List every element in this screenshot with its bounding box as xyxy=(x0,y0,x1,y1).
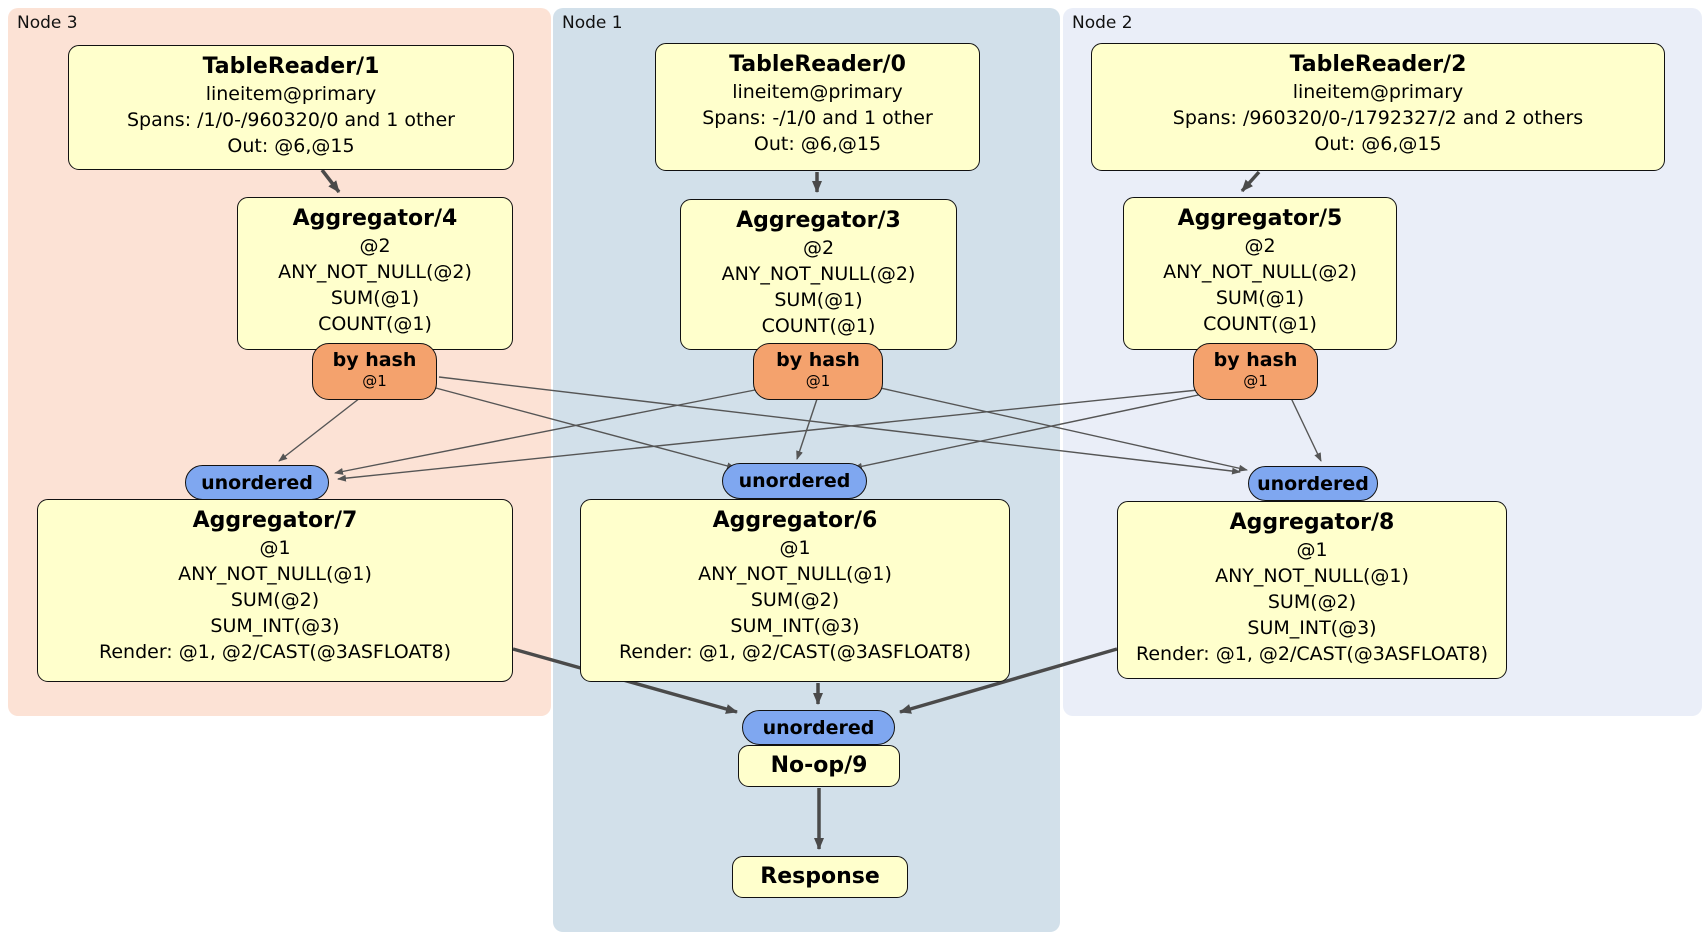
processor-title: TableReader/0 xyxy=(729,52,906,77)
processor-line: SUM(@2) xyxy=(750,589,840,611)
processor-aggregator-5: Aggregator/5 @2 ANY_NOT_NULL(@2) SUM(@1)… xyxy=(1123,197,1397,350)
processor-title: TableReader/2 xyxy=(1289,52,1467,77)
sync-label: unordered xyxy=(762,716,875,739)
edge-aggregator8-unordered-noop xyxy=(899,647,1118,714)
region-label-node-2: Node 2 xyxy=(1072,13,1133,33)
processor-line: lineitem@primary xyxy=(205,83,377,105)
edge-byhash3-unordered8 xyxy=(875,386,1248,472)
processor-line: SUM_INT(@3) xyxy=(730,615,860,637)
router-label: by hash xyxy=(332,349,417,371)
processor-title: Aggregator/6 xyxy=(712,508,878,533)
processor-title: Aggregator/5 xyxy=(1177,206,1343,231)
processor-line: ANY_NOT_NULL(@2) xyxy=(721,263,916,285)
processor-line: ANY_NOT_NULL(@2) xyxy=(278,261,472,283)
processor-line: SUM_INT(@3) xyxy=(210,615,340,637)
processor-aggregator-4: Aggregator/4 @2 ANY_NOT_NULL(@2) SUM(@1)… xyxy=(237,197,513,350)
edge-byhash4-unordered6 xyxy=(431,386,736,470)
router-by-hash-aggregator4: by hash @1 xyxy=(312,343,437,400)
processor-tablereader-2: TableReader/2 lineitem@primary Spans: /9… xyxy=(1091,43,1665,171)
processor-line: Render: @1, @2/CAST(@3ASFLOAT8) xyxy=(1136,643,1488,665)
processor-title: Aggregator/3 xyxy=(736,208,901,233)
router-by-hash-aggregator5: by hash @1 xyxy=(1193,343,1318,400)
processor-title: Aggregator/4 xyxy=(292,206,458,231)
processor-line: SUM_INT(@3) xyxy=(1247,617,1377,639)
edge-byhash5-unordered6 xyxy=(853,393,1204,470)
processor-aggregator-8: Aggregator/8 @1 ANY_NOT_NULL(@1) SUM(@2)… xyxy=(1117,501,1507,679)
processor-aggregator-6: Aggregator/6 @1 ANY_NOT_NULL(@1) SUM(@2)… xyxy=(580,499,1010,682)
sync-unordered-noop: unordered xyxy=(742,710,895,745)
edge-byhash3-unordered7 xyxy=(334,388,761,475)
processor-title: TableReader/1 xyxy=(202,54,380,79)
edge-byhash4-unordered8 xyxy=(438,376,1241,475)
router-label: by hash xyxy=(1213,349,1298,371)
processor-line: ANY_NOT_NULL(@2) xyxy=(1163,261,1357,283)
edge-tablereader2-aggregator5 xyxy=(1240,170,1261,193)
processor-line: COUNT(@1) xyxy=(318,313,432,335)
processor-line: @1 xyxy=(779,537,811,559)
edge-byhash4-unordered7 xyxy=(278,397,361,462)
sync-label: unordered xyxy=(201,471,313,494)
sync-unordered-aggregator6: unordered xyxy=(722,463,867,499)
processor-aggregator-7: Aggregator/7 @1 ANY_NOT_NULL(@1) SUM(@2)… xyxy=(37,499,513,682)
processor-title: No-op/9 xyxy=(770,753,868,778)
processor-response: Response xyxy=(732,856,908,898)
processor-line: SUM(@2) xyxy=(230,589,320,611)
edge-byhash5-unordered8 xyxy=(1290,397,1322,462)
sync-label: unordered xyxy=(738,470,851,492)
processor-line: Spans: /1/0-/960320/0 and 1 other xyxy=(127,109,455,131)
processor-tablereader-0: TableReader/0 lineitem@primary Spans: -/… xyxy=(655,43,980,171)
processor-line: Spans: -/1/0 and 1 other xyxy=(702,107,933,129)
processor-line: SUM(@2) xyxy=(1267,591,1357,613)
processor-line: @2 xyxy=(802,237,835,259)
processor-title: Aggregator/8 xyxy=(1229,510,1395,535)
processor-line: lineitem@primary xyxy=(1292,81,1464,103)
processor-title: Response xyxy=(760,864,880,889)
router-by-hash-aggregator3: by hash @1 xyxy=(753,343,883,400)
processor-aggregator-3: Aggregator/3 @2 ANY_NOT_NULL(@2) SUM(@1)… xyxy=(680,199,957,350)
region-label-node-3: Node 3 xyxy=(17,13,78,33)
edge-byhash5-unordered7 xyxy=(337,389,1199,482)
processor-line: ANY_NOT_NULL(@1) xyxy=(178,563,372,585)
edge-tablereader1-aggregator4 xyxy=(320,168,341,194)
region-label-node-1: Node 1 xyxy=(562,13,623,33)
processor-tablereader-1: TableReader/1 lineitem@primary Spans: /1… xyxy=(68,45,514,170)
processor-line: @2 xyxy=(359,235,391,257)
processor-line: Render: @1, @2/CAST(@3ASFLOAT8) xyxy=(619,641,971,663)
processor-line: lineitem@primary xyxy=(732,81,903,103)
processor-line: @1 xyxy=(259,537,291,559)
processor-line: SUM(@1) xyxy=(1215,287,1305,309)
router-label: by hash xyxy=(776,349,860,371)
processor-line: COUNT(@1) xyxy=(1203,313,1317,335)
sync-label: unordered xyxy=(1257,472,1369,495)
sync-unordered-aggregator7: unordered xyxy=(185,465,329,500)
processor-line: @1 xyxy=(1296,539,1328,561)
processor-line: SUM(@1) xyxy=(774,289,863,311)
processor-line: COUNT(@1) xyxy=(761,315,876,337)
sync-unordered-aggregator8: unordered xyxy=(1248,466,1378,501)
processor-line: SUM(@1) xyxy=(330,287,420,309)
processor-line: Spans: /960320/0-/1792327/2 and 2 others xyxy=(1172,107,1584,129)
processor-line: Out: @6,@15 xyxy=(753,133,882,155)
processor-line: @2 xyxy=(1244,235,1276,257)
router-stream: @1 xyxy=(362,372,387,390)
processor-line: Out: @6,@15 xyxy=(227,135,355,157)
processor-line: ANY_NOT_NULL(@1) xyxy=(698,563,892,585)
processor-noop-9: No-op/9 xyxy=(738,745,900,787)
processor-line: Out: @6,@15 xyxy=(1314,133,1442,155)
edge-byhash3-unordered6 xyxy=(796,398,818,460)
processor-title: Aggregator/7 xyxy=(192,508,358,533)
router-stream: @1 xyxy=(1243,372,1268,390)
router-stream: @1 xyxy=(805,372,831,390)
processor-line: ANY_NOT_NULL(@1) xyxy=(1215,565,1409,587)
processor-line: Render: @1, @2/CAST(@3ASFLOAT8) xyxy=(99,641,451,663)
